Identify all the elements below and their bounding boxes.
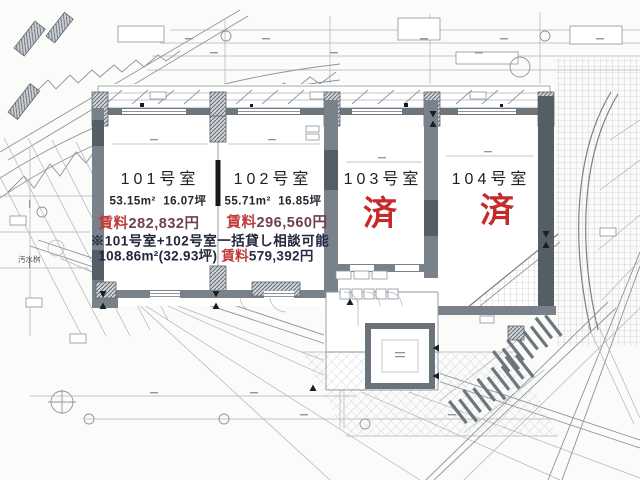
room-102-size: 55.71m² 16.85坪 [224,195,322,208]
combined-lease-terms: 108.86m²(32.93坪) 賃料579,392円 [98,249,313,263]
room-102-name: 102号室 [233,171,313,188]
combined-size: 108.86m²(32.93坪) [98,248,218,264]
room-101-price: 賃料282,832円 [99,217,200,232]
room-102-price-amount: 296,560円 [256,214,328,231]
room-104-status-stamp: 済 [480,192,514,230]
room-103-name: 103号室 [343,171,423,188]
sewage-basin-label: 汚水桝 [18,255,41,264]
bicycle-parking [425,301,640,480]
room-104-name: 104号室 [451,171,531,188]
combined-price-label: 賃料 [221,248,249,264]
room-103-status-stamp: 済 [363,195,397,233]
site-right-yard [547,58,640,480]
entrance-hall [239,270,495,428]
building-walls [91,85,556,315]
combined-lease-note: ※101号室+102号室一括貸し相談可能 [90,233,330,249]
room-102-price: 賃料296,560円 [227,216,328,231]
room-101-price-label: 賃料 [98,215,129,232]
room-101-name: 101号室 [120,171,200,188]
combined-price-amount: 579,392円 [248,248,314,264]
room-101-size: 53.15m² 16.07坪 [109,195,207,208]
room-102-price-label: 賃料 [226,214,257,231]
room-101-price-amount: 282,832円 [128,215,200,232]
